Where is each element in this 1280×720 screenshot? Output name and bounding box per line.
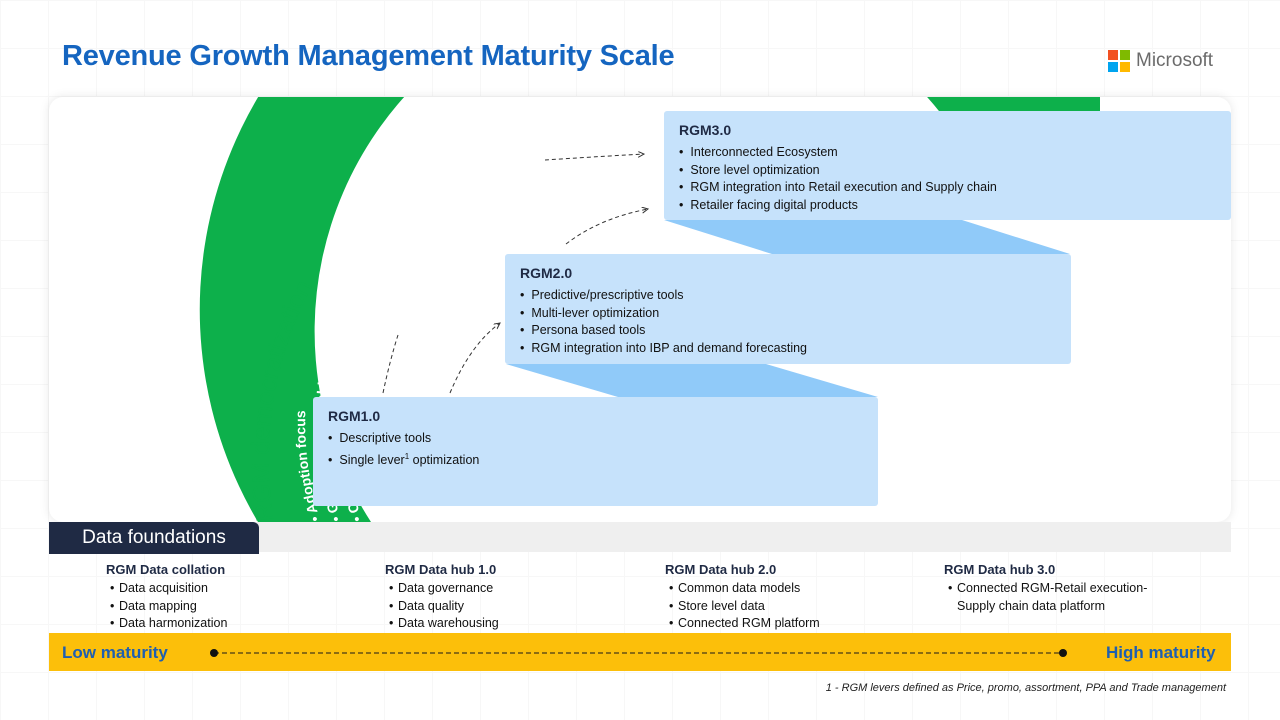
arrow-to-rgm3 <box>544 154 644 161</box>
low-maturity-label: Low maturity <box>62 643 168 662</box>
stage-bullet-lever: Single lever1 optimization <box>328 448 864 470</box>
stage-bullet: Interconnected Ecosystem <box>679 144 1217 162</box>
logo-square-green <box>1120 50 1130 60</box>
stage-bullet: Persona based tools <box>520 322 1057 340</box>
stage-title: RGM3.0 <box>679 122 732 138</box>
data-column-title: RGM Data hub 3.0 <box>944 562 1056 577</box>
data-column-title: RGM Data hub 1.0 <box>385 562 497 577</box>
arrow-to-rgm1 <box>382 334 399 394</box>
stage-bullet: Multi-lever optimization <box>520 305 1057 323</box>
stage-box-rgm1: RGM1.0 Descriptive tools Single lever1 o… <box>313 397 878 506</box>
stage-ribbon-2 <box>664 220 1070 254</box>
stage-bullet: Store level optimization <box>679 162 1217 180</box>
data-column-item: Data harmonization <box>106 615 306 633</box>
data-column-item: Connected RGM-Retail execution-Supply ch… <box>944 580 1149 615</box>
arrow-to-rgm2 <box>449 323 500 394</box>
stage-bullet: Predictive/prescriptive tools <box>520 287 1057 305</box>
data-foundations-tab: Data foundations <box>49 522 259 554</box>
logo-square-yellow <box>1120 62 1130 72</box>
data-column-hub2: RGM Data hub 2.0 Common data models Stor… <box>665 562 865 633</box>
maturity-bar <box>49 633 1231 671</box>
data-column-collation: RGM Data collation Data acquisition Data… <box>106 562 306 633</box>
stage-title: RGM2.0 <box>520 265 573 281</box>
stage-title: RGM1.0 <box>328 408 381 424</box>
data-column-item: Data acquisition <box>106 580 306 598</box>
microsoft-logo: Microsoft <box>1108 50 1213 72</box>
data-column-hub1: RGM Data hub 1.0 Data governance Data qu… <box>385 562 585 633</box>
data-column-item: Data quality <box>385 598 585 616</box>
stage-bullet: RGM integration into Retail execution an… <box>679 179 1217 197</box>
arrow-mid <box>565 209 648 245</box>
data-column-item: Data mapping <box>106 598 306 616</box>
data-column-item: Data warehousing <box>385 615 585 633</box>
data-column-item: Common data models <box>665 580 865 598</box>
stage-bullet: Descriptive tools <box>328 430 864 448</box>
data-column-item: Data governance <box>385 580 585 598</box>
stage-bullet: Retailer facing digital products <box>679 197 1217 215</box>
footnote: 1 - RGM levers defined as Price, promo, … <box>825 682 1226 694</box>
data-column-title: RGM Data hub 2.0 <box>665 562 777 577</box>
data-column-item: Connected RGM platform <box>665 615 865 633</box>
stage-box-rgm3: RGM3.0 Interconnected Ecosystem Store le… <box>664 111 1231 220</box>
data-column-hub3: RGM Data hub 3.0 Connected RGM-Retail ex… <box>944 562 1149 615</box>
logo-text: Microsoft <box>1136 50 1214 71</box>
logo-square-blue <box>1108 62 1118 72</box>
stage-ribbon-1 <box>506 364 878 397</box>
data-column-title: RGM Data collation <box>106 562 226 577</box>
data-column-item: Store level data <box>665 598 865 616</box>
high-maturity-label: High maturity <box>1106 643 1216 662</box>
microsoft-logo-icon <box>1108 50 1130 72</box>
logo-square-red <box>1108 50 1118 60</box>
stage-box-rgm2: RGM2.0 Predictive/prescriptive tools Mul… <box>505 254 1071 364</box>
page-title: Revenue Growth Management Maturity Scale <box>62 40 675 72</box>
stage-bullet: RGM integration into IBP and demand fore… <box>520 340 1057 358</box>
